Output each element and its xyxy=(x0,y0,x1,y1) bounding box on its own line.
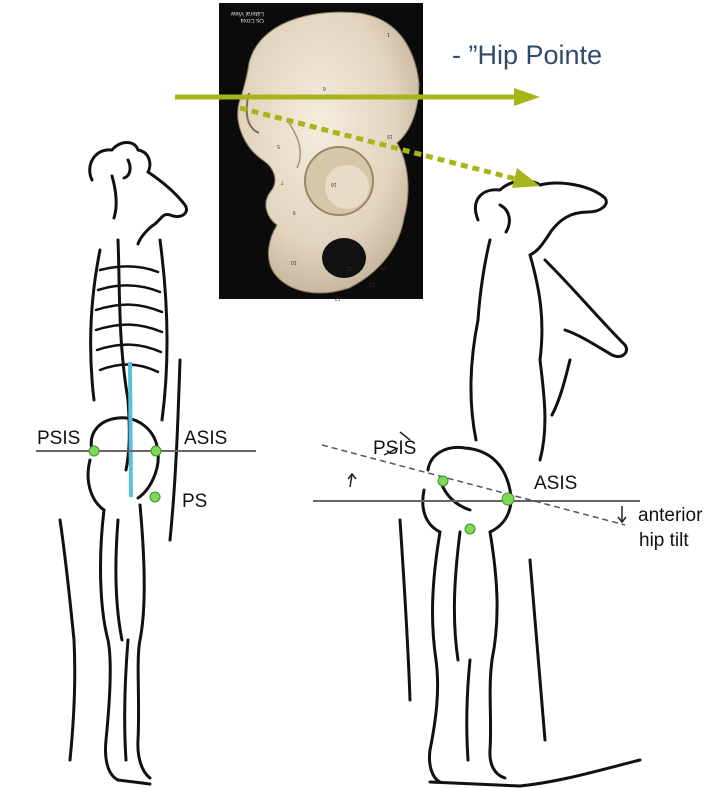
left-pelvis xyxy=(91,418,158,498)
left-psis-point xyxy=(89,446,99,456)
bone-number: 12 xyxy=(335,295,341,301)
photo-caption: Os Coxa Lateral View xyxy=(231,9,264,23)
bone-number: 11 xyxy=(347,265,352,271)
bone-number: 5 xyxy=(277,143,280,149)
photo-caption-line2: Lateral View xyxy=(231,9,264,16)
bone-number: 1 xyxy=(387,31,390,37)
left-ps-point xyxy=(150,492,160,502)
right-psis-label: PSIS xyxy=(373,438,416,460)
tilt-label-line1: anterior xyxy=(638,505,702,527)
bone-number: 10 xyxy=(291,259,297,265)
bone-number: 13 xyxy=(369,281,375,287)
photo-caption-line1: Os Coxa xyxy=(231,16,264,23)
left-head xyxy=(90,143,187,245)
right-ps-point xyxy=(465,524,475,534)
bone-number: 15 xyxy=(387,133,393,139)
left-asis-label: ASIS xyxy=(184,428,227,450)
down-tilt-arrow xyxy=(618,506,626,522)
right-asis-point xyxy=(502,493,514,505)
bone-number: 16 xyxy=(331,181,337,187)
tilt-label-line2: hip tilt xyxy=(639,530,689,552)
left-spine xyxy=(118,240,129,470)
bone-number: 9 xyxy=(293,209,296,215)
left-plumb-line xyxy=(130,362,131,497)
right-head xyxy=(475,181,606,255)
bone-number: 6 xyxy=(323,85,326,91)
hip-bone-image xyxy=(219,3,423,299)
slide-title: - ”Hip Pointe xyxy=(452,40,602,71)
right-asis-label: ASIS xyxy=(534,473,577,495)
os-coxa-photo: Os Coxa Lateral View 6 16 15 5 11 14 13 … xyxy=(219,3,423,299)
right-leg xyxy=(429,532,440,782)
tilt-line xyxy=(322,445,625,525)
up-tilt-arrow xyxy=(348,474,356,487)
right-pelvis xyxy=(428,447,511,532)
left-ps-label: PS xyxy=(182,491,207,513)
left-psis-label: PSIS xyxy=(37,428,80,450)
left-asis-point xyxy=(151,446,161,456)
bone-number: 14 xyxy=(381,265,387,271)
right-psis-point xyxy=(438,476,448,486)
bone-number: 7 xyxy=(281,179,284,185)
